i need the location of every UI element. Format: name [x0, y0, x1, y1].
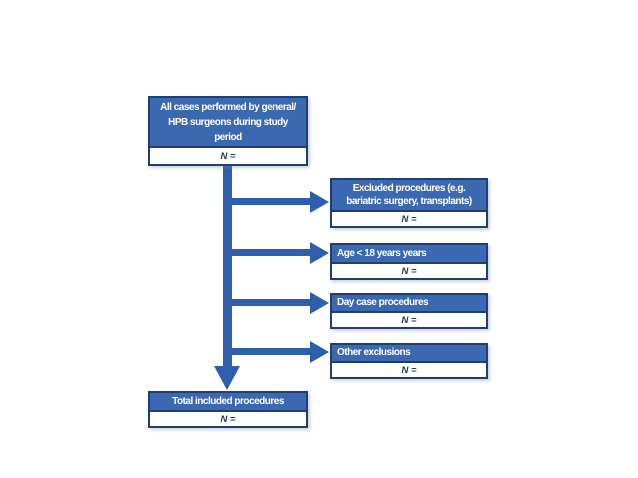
box-total-included-n-label: N =	[150, 412, 306, 426]
arrow-down-icon	[214, 366, 240, 390]
box-all-cases: All cases performed by general/ HPB surg…	[148, 96, 308, 166]
arrow-right-icon-daycase	[310, 292, 329, 314]
arrow-right-icon-age	[310, 242, 329, 264]
connector-branch-daycase	[228, 299, 310, 306]
box-total-included: Total included procedures N =	[148, 391, 308, 428]
box-age-under-18-title: Age < 18 years years	[332, 245, 486, 264]
box-day-case-procedures-n-label: N =	[332, 313, 486, 327]
box-excluded-procedures-title: Excluded procedures (e.g. bariatric surg…	[332, 180, 486, 212]
connector-branch-excluded	[228, 198, 310, 205]
box-total-included-title: Total included procedures	[150, 393, 306, 412]
connector-branch-age	[228, 249, 310, 256]
connector-branch-other	[228, 348, 310, 355]
box-other-exclusions: Other exclusions N =	[330, 343, 488, 379]
box-age-under-18: Age < 18 years years N =	[330, 243, 488, 280]
box-excluded-procedures: Excluded procedures (e.g. bariatric surg…	[330, 178, 488, 228]
box-day-case-procedures-title: Day case procedures	[332, 295, 486, 313]
connector-trunk-vertical	[223, 166, 232, 366]
box-excluded-procedures-n-label: N =	[332, 212, 486, 226]
box-age-under-18-n-label: N =	[332, 264, 486, 278]
box-all-cases-n-label: N =	[150, 148, 306, 164]
box-all-cases-title: All cases performed by general/ HPB surg…	[150, 98, 306, 148]
box-other-exclusions-title: Other exclusions	[332, 345, 486, 363]
box-day-case-procedures: Day case procedures N =	[330, 293, 488, 329]
arrow-right-icon-other	[310, 341, 329, 363]
arrow-right-icon-excluded	[310, 191, 329, 213]
box-other-exclusions-n-label: N =	[332, 363, 486, 377]
